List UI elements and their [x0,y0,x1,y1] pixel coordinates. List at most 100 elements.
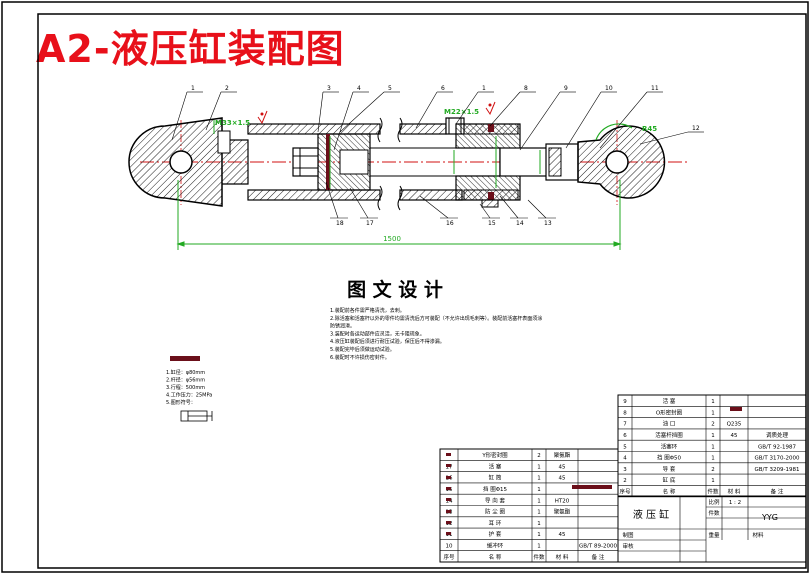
bom-upper-frame [617,394,807,498]
bom-note: GB/T 3170-2000 [755,456,800,462]
callout-leader [419,195,449,219]
bom-note: GB/T 89-2000 [579,544,617,550]
spec-line: 3.行程：500mm [166,384,205,391]
title-block-scale-value: 1 : 2 [729,500,741,506]
bom-name: 缓冲环 [487,542,504,550]
title-block-scale-label: 比例 [708,498,720,506]
tech-note-line: 2.除活塞和活塞杆以外的零件均需清洗后方可装配（不允许出现毛刺等）。装配前活塞杆… [330,315,542,322]
title-block-qty-label: 件数 [708,509,720,517]
callout-number: 5 [388,85,392,92]
bom-no: 14 [446,498,453,504]
left-eye-hole [169,150,193,174]
callout-leader [205,91,222,131]
callout-number: 10 [605,85,613,92]
callout-leader [489,91,521,127]
spec-line: 5.图形符号： [166,399,196,406]
bom-material: 45 [559,476,566,482]
bom-header-no: 序号 [443,553,455,561]
bom-no: 15 [446,487,453,493]
title-block-name: 液 压 缸 [633,508,669,521]
bom-name: 活塞杆挡圈 [655,431,683,439]
bom-header-name: 名 称 [663,488,676,496]
callout-leader [349,187,369,219]
callout-leader [499,195,519,219]
piston-rod [499,147,551,177]
callout-leader [339,91,385,133]
tech-note-line: 6.装配时不许损伤密封件。 [330,354,390,361]
callout-number: 4 [357,85,361,92]
title-block-code: YYG [761,513,778,522]
bom-note: GB/T 92-1987 [758,444,796,450]
bom-name: 活 塞 [663,397,676,405]
bom-name: 导 套 [663,465,676,473]
callout-number: 14 [516,220,524,227]
radius-label: R45 [642,125,657,133]
bom-material: HT20 [555,498,570,504]
callout-number: 11 [651,85,659,92]
title-block-design-label: 制图 [622,531,634,539]
thread-label-a: M33×1.5 [215,119,250,127]
bom-qty: 1 [711,433,715,439]
barrel-bottom-wall [247,189,381,201]
bom-qty: 1 [537,476,541,482]
callout-leader [333,91,354,151]
callout-leader [565,91,602,149]
bom-header-material: 材 料 [728,488,741,496]
bom-name: 护 套 [489,530,502,538]
bom-no: 11 [446,532,453,538]
bom-header-qty: 件数 [707,488,719,496]
callout-number: 18 [336,220,344,227]
title-block-weight-label: 重量 [708,531,720,539]
barrel-top-wall [247,123,381,135]
callout-leader [317,91,324,133]
bom-no: 3 [623,467,627,473]
callout-number: 13 [544,220,552,227]
bom-name: 活塞环 [661,442,678,450]
bom-no: 2 [623,478,627,484]
callout-number: 9 [564,85,568,92]
tech-note-line: 防锈润滑。 [330,323,355,330]
spec-line: 4.工作压力：25MPa [166,392,212,399]
bom-name: 防 尘 圈 [485,508,505,516]
callout-number: 15 [488,220,496,227]
bom-qty: 1 [537,498,541,504]
bom-name: 缸 底 [663,476,676,484]
bom-no: 5 [623,444,627,450]
callout-number: 17 [366,220,374,227]
bom-name: O形密封圈 [656,408,683,416]
bom-qty: 2 [537,453,541,459]
bom-header-note: 备 注 [592,553,605,561]
bom-header-qty: 件数 [533,553,545,561]
bom-qty: 1 [711,444,715,450]
cylinder-specs: 1.缸径：φ80mm2.杆径：φ56mm3.行程：500mm4.工作压力：25M… [166,369,212,406]
bom-material: 聚氨酯 [554,451,571,459]
bom-header-no: 序号 [619,488,631,496]
design-heading: 图 文 设 计 [347,278,443,301]
callout-leader [455,91,479,125]
bom-note: 调质处理 [766,431,789,439]
bom-name: 油 口 [663,420,676,428]
tech-note-line: 5.装配完毕后须做运动试验。 [330,346,395,353]
callout-leader [639,131,689,145]
bom-name: Y形密封圈 [481,451,508,459]
tech-note-line: 4.液压缸装配后须进行耐压试验，保压后不得渗漏。 [330,338,445,345]
bom-name: 挡 圈Φ50 [657,454,682,462]
bom-fill-mark [730,407,742,411]
bom-no: 7 [623,422,627,428]
bom-qty: 2 [711,467,715,473]
callout-leader [519,91,561,151]
bom-qty: 2 [711,422,715,428]
bom-header-name: 名 称 [489,553,502,561]
bom-no: 6 [623,433,627,439]
spec-line: 2.杆径：φ56mm [166,377,205,384]
drawing-title: A2-液压缸装配图 [36,27,345,71]
callout-leader [171,91,188,141]
dimension-total: 1500 [383,235,401,243]
cylinder-assembly: 1500 M33×1.5 M22×1.5 R45 [128,101,690,250]
callout-number: 1 [482,85,486,92]
bom-material: 45 [559,532,566,538]
cylinder-symbol [180,410,213,422]
